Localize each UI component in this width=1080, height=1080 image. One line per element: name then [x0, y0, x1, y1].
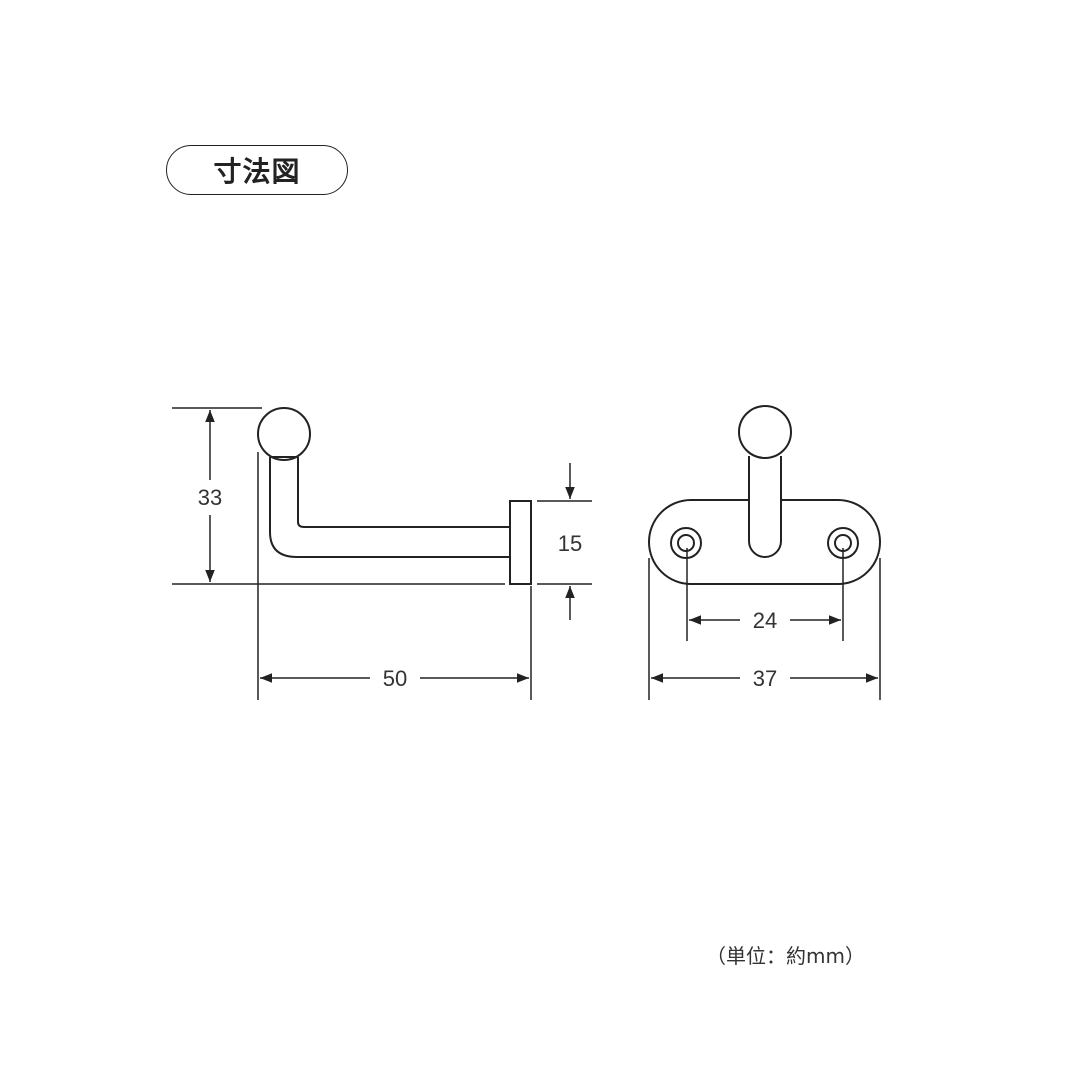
- side-view: [172, 407, 592, 700]
- length-dimension-label: 50: [383, 666, 407, 691]
- unit-note: （単位：約mm）: [706, 944, 865, 968]
- front-view: [648, 405, 881, 700]
- hook-stem: [748, 456, 782, 558]
- hook-ball: [257, 407, 311, 461]
- hole-pitch-label: 24: [753, 608, 777, 633]
- hook-arm: [269, 457, 510, 558]
- hook-ball: [738, 405, 792, 459]
- height-dimension-label: 33: [198, 485, 222, 510]
- flange-dimension-label: 15: [558, 531, 582, 556]
- width-dimension-label: 37: [753, 666, 777, 691]
- screw-hole-left: [670, 527, 702, 559]
- mounting-flange: [509, 500, 532, 585]
- title-badge: 寸法図: [166, 145, 348, 195]
